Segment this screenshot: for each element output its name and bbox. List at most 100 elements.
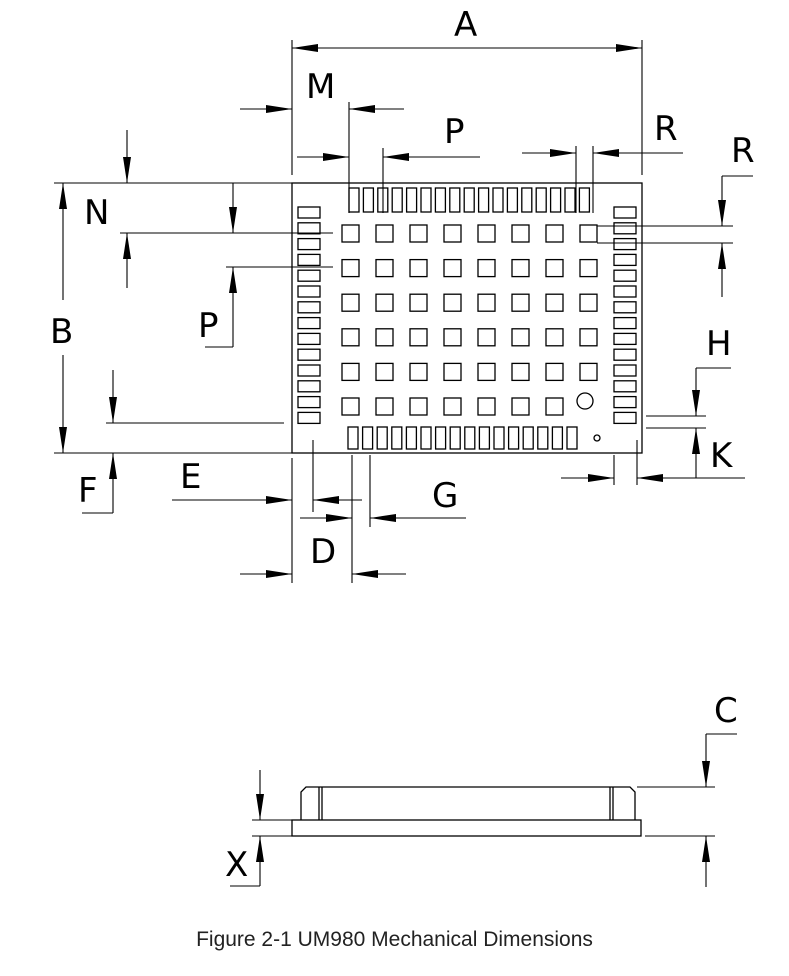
right-pin-column (613, 206, 637, 425)
grid-pad (375, 258, 394, 278)
right-pin (613, 206, 637, 219)
grid-pad (545, 224, 564, 243)
label-b: B (50, 312, 73, 352)
left-pin (297, 364, 321, 377)
module-outline (291, 182, 643, 454)
bottom-pin (522, 426, 534, 450)
right-pin (613, 285, 637, 298)
bottom-pin (347, 426, 359, 450)
grid-pad (477, 258, 496, 278)
right-pin (613, 348, 637, 361)
top-pin (521, 187, 533, 213)
dimension-d: D (240, 532, 406, 578)
label-n: N (84, 193, 109, 233)
bottom-pin (361, 426, 374, 450)
top-pin (549, 187, 562, 213)
bottom-pin (449, 426, 461, 450)
grid-pad (443, 362, 462, 382)
label-p-top: P (444, 112, 465, 152)
grid-pad (409, 397, 428, 416)
bottom-pin (507, 426, 520, 450)
grid-pad (443, 397, 462, 416)
grid-pad (341, 293, 360, 312)
right-pin (613, 316, 637, 330)
dimension-x: X (225, 770, 292, 887)
side-view-shield (300, 786, 636, 820)
right-pin (613, 301, 637, 314)
grid-pad (545, 397, 564, 416)
grid-pad (409, 258, 428, 278)
bottom-pin (376, 426, 388, 450)
pin1-marker-dot (593, 434, 601, 442)
grid-pad (409, 362, 428, 382)
label-d: D (310, 532, 336, 572)
bottom-pin-row (347, 426, 578, 450)
right-pin (613, 332, 637, 346)
grid-pad (341, 258, 360, 278)
grid-pad (511, 258, 530, 278)
grid-pad (477, 328, 496, 347)
grid-pad (511, 224, 530, 243)
top-pin (492, 187, 504, 213)
label-p-left: P (198, 306, 219, 346)
bottom-pin (391, 426, 403, 450)
grid-pad (341, 224, 360, 243)
mechanical-drawing: A M P R R (50, 5, 755, 887)
left-pin (297, 380, 321, 393)
dimension-r-right: R (597, 131, 755, 297)
top-pin (463, 187, 475, 213)
left-pin (297, 395, 321, 409)
bottom-pin (478, 426, 491, 450)
grid-pad (375, 362, 394, 382)
dimension-r-top: R (522, 109, 683, 213)
grid-pad (443, 293, 462, 312)
left-pin (297, 253, 321, 267)
dimension-e: E (172, 440, 362, 583)
label-m: M (306, 67, 335, 107)
left-pin (297, 206, 321, 219)
bottom-pin (551, 426, 564, 450)
grid-pad (409, 293, 428, 312)
top-pin (348, 187, 360, 213)
dimension-h: H (646, 324, 732, 478)
label-c: C (714, 691, 738, 731)
left-pin (297, 269, 321, 282)
grid-pad (375, 397, 394, 416)
grid-pad (375, 293, 394, 312)
grid-pad (511, 397, 530, 416)
grid-pad (443, 328, 462, 347)
bottom-pin (566, 426, 578, 450)
grid-pad (579, 328, 598, 347)
dimension-f: F (78, 370, 284, 514)
top-pin (535, 187, 547, 213)
left-pin-column (297, 206, 321, 425)
dimension-k: K (561, 436, 745, 485)
bottom-pin (420, 426, 432, 450)
label-x: X (225, 845, 248, 885)
top-pin-row (348, 187, 591, 213)
label-k: K (710, 436, 734, 476)
left-pin (297, 348, 321, 361)
dimension-g: G (300, 455, 466, 583)
top-pin (477, 187, 490, 213)
dimension-b: B (50, 182, 292, 454)
top-pin (362, 187, 375, 213)
grid-pad (579, 258, 598, 278)
left-pin (297, 237, 321, 251)
top-pin (434, 187, 447, 213)
left-pin (297, 411, 321, 425)
pin1-marker-circle (576, 392, 594, 410)
grid-pad (375, 328, 394, 347)
right-pin (613, 253, 637, 267)
grid-pad (511, 362, 530, 382)
grid-pad (545, 328, 564, 347)
right-pin (613, 411, 637, 425)
right-pin (613, 395, 637, 409)
right-pin (613, 222, 637, 235)
label-f: F (78, 471, 98, 511)
grid-pad (443, 258, 462, 278)
grid-pad (477, 362, 496, 382)
grid-pad (477, 224, 496, 243)
grid-pad (409, 328, 428, 347)
dimension-n: N (84, 130, 333, 288)
